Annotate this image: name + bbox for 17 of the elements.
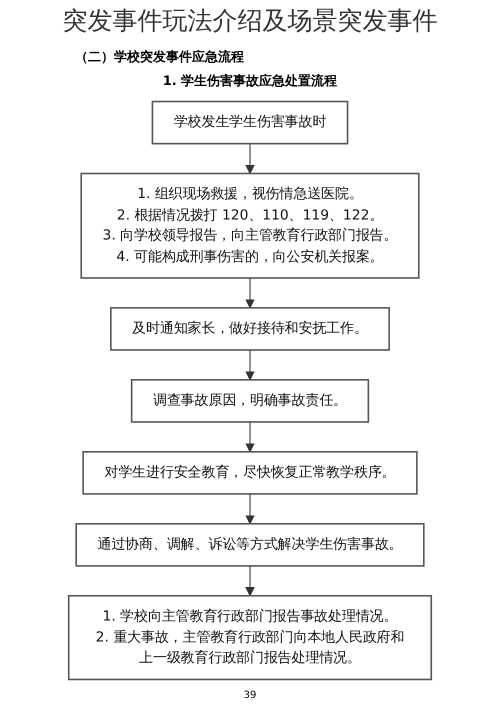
arrow: [245, 422, 255, 452]
arrow: [245, 350, 255, 380]
arrow: [245, 278, 255, 308]
node-box: 通过协商、调解、诉讼等方式解决学生伤害事故。: [75, 523, 425, 567]
arrow: [245, 494, 255, 524]
chart-heading: 1. 学生伤害事故应急处置流程: [162, 72, 338, 90]
arrow: [245, 566, 255, 596]
node-box: 对学生进行安全教育，尽快恢复正常教学秩序。: [82, 451, 418, 495]
node-box: 1. 学校向主管教育行政部门报告事故处理情况。 2. 重大事故，主管教育行政部门向本地人民政府和上一级教育行政部门报告处理情况。: [68, 594, 432, 680]
page-number: 39: [244, 690, 256, 701]
arrow: [245, 144, 255, 174]
node-box: 及时通知家长，做好接待和安抚工作。: [110, 307, 390, 351]
node-box: 学校发生学生伤害事故时: [152, 100, 348, 144]
node-box: 1. 组织现场救援，视伤情急送医院。 2. 根据情况拨打 120、110、119、122。 3. 向学校领导报告，向主管教育行政部门报告。 4. 可能构成刑事伤害的，向公安机关报案。: [80, 172, 420, 279]
page-title: 突发事件玩法介绍及场景突发事件: [62, 5, 438, 37]
node-box: 调查事故原因，明确事故责任。: [130, 379, 370, 423]
section-heading: （二）学校突发事件应急流程: [75, 48, 244, 66]
